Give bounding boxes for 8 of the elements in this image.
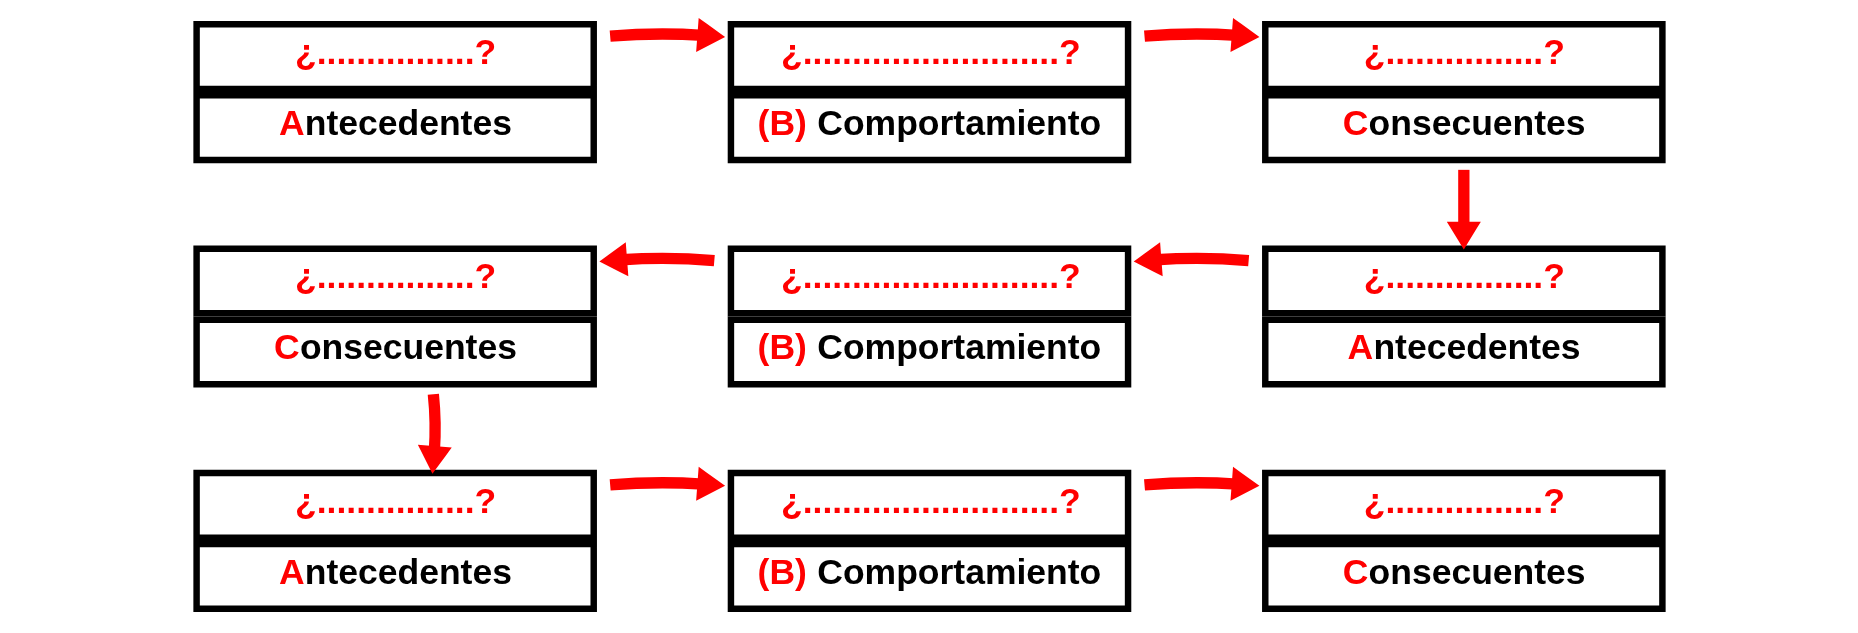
arrow xyxy=(598,242,715,277)
arrow xyxy=(1446,169,1481,250)
arrow xyxy=(609,466,725,501)
arrow xyxy=(417,393,452,474)
arrow xyxy=(1143,466,1259,501)
arrow xyxy=(609,17,725,52)
arrow xyxy=(1133,242,1249,277)
arrow xyxy=(1143,17,1259,52)
